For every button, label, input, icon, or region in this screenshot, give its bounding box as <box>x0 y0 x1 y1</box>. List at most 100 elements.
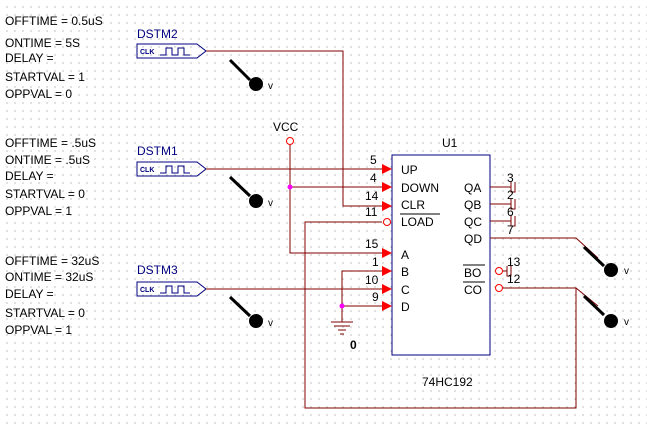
pin-qa[interactable]: QA 3 <box>464 171 516 195</box>
pin-number: 7 <box>507 223 514 237</box>
probe-dstm2[interactable]: v <box>228 58 273 92</box>
pin-number: 13 <box>507 255 521 269</box>
pin-name: CLR <box>401 198 425 212</box>
dstm1-param-offtime: OFFTIME = .5uS <box>5 136 96 150</box>
pin-name: QD <box>464 232 482 246</box>
pin-load[interactable]: 11 LOAD <box>365 205 440 229</box>
arrow-icon <box>382 301 392 311</box>
pin-number: 15 <box>365 237 379 251</box>
open-pin-icon <box>490 182 516 193</box>
dstm1-name: DSTM1 <box>137 144 178 158</box>
pin-name: A <box>401 248 409 262</box>
dstm3-clk-label: CLK <box>140 287 154 294</box>
probe-icon <box>582 294 606 317</box>
dstm3-param-startval: STARTVAL = 0 <box>5 306 85 320</box>
pin-clr[interactable]: 14 CLR <box>365 189 425 212</box>
probe-label: v <box>624 266 629 277</box>
dstm3-source-box[interactable] <box>136 281 207 297</box>
inversion-bubble-icon <box>383 218 391 226</box>
probe-qd[interactable]: v <box>582 245 629 277</box>
vcc-label: VCC <box>273 120 299 134</box>
pin-c[interactable]: 10 C <box>365 273 410 297</box>
dstm3-param-delay: DELAY = <box>5 287 54 301</box>
probe-label: v <box>624 317 629 328</box>
stimulus-dstm2[interactable]: OFFTIME = 0.5uS ONTIME = 5S DELAY = STAR… <box>5 14 207 101</box>
pin-number: 3 <box>507 171 514 185</box>
arrow-icon <box>382 284 392 294</box>
ground-symbol[interactable]: 0 <box>331 321 357 352</box>
pin-number: 6 <box>507 205 514 219</box>
pin-a[interactable]: 15 A <box>365 237 409 262</box>
dstm3-param-offtime: OFFTIME = 32uS <box>5 254 99 268</box>
vcc-terminal-icon <box>286 137 294 145</box>
junction-dot <box>339 303 345 309</box>
pin-number: 14 <box>365 189 379 203</box>
pin-number: 4 <box>370 171 377 185</box>
pin-qc[interactable]: QC 6 <box>464 205 516 229</box>
dstm2-clk-label: CLK <box>140 49 154 56</box>
ic-body[interactable] <box>391 154 491 356</box>
stimulus-dstm3[interactable]: OFFTIME = 32uS ONTIME = 32uS DELAY = STA… <box>5 254 207 337</box>
pin-number: 5 <box>370 153 377 167</box>
pin-number: 1 <box>372 255 379 269</box>
dstm2-param-ontime: ONTIME = 5S <box>5 36 80 50</box>
pin-co[interactable]: CO 12 <box>463 272 521 297</box>
dstm2-source-box[interactable] <box>136 43 207 59</box>
clock-arrow-icon <box>382 164 392 174</box>
open-pin-icon <box>490 199 516 210</box>
pin-name: C <box>401 283 410 297</box>
wire-vcc-a[interactable] <box>289 145 382 254</box>
clock-arrow-icon <box>382 182 392 192</box>
wire-co-probe[interactable] <box>503 287 599 307</box>
probe-icon <box>582 245 606 268</box>
pin-up[interactable]: 5 UP <box>370 153 418 177</box>
pin-down[interactable]: 4 DOWN <box>370 171 439 195</box>
arrow-icon <box>382 266 392 276</box>
pin-qb[interactable]: QB 2 <box>464 188 516 212</box>
pin-b[interactable]: 1 B <box>372 255 409 279</box>
probe-label: v <box>268 318 273 329</box>
pin-qd[interactable]: QD 7 <box>464 223 514 246</box>
pin-name: QA <box>464 181 481 195</box>
probe-dstm3[interactable]: v <box>228 295 273 329</box>
pin-bo[interactable]: BO 13 <box>463 255 521 280</box>
inversion-bubble-icon <box>495 284 503 292</box>
pin-d[interactable]: 9 D <box>372 290 410 314</box>
ic-refdes: U1 <box>442 136 458 150</box>
wire-dstm2-clr[interactable] <box>206 50 382 207</box>
stimulus-dstm1[interactable]: OFFTIME = .5uS ONTIME = .5uS DELAY = STA… <box>5 136 207 218</box>
open-pin-icon <box>503 266 512 277</box>
clock-waveform-icon <box>160 47 190 56</box>
dstm1-param-startval: STARTVAL = 0 <box>5 187 85 201</box>
pin-number: 10 <box>365 273 379 287</box>
pin-name: QB <box>464 198 481 212</box>
probe-icon <box>228 58 252 82</box>
dstm1-source-box[interactable] <box>136 161 207 177</box>
pin-number: 12 <box>507 272 521 286</box>
clock-arrow-icon <box>382 201 392 211</box>
pin-name: DOWN <box>401 181 439 195</box>
dstm2-param-offtime: OFFTIME = 0.5uS <box>5 14 103 28</box>
probe-co[interactable]: v <box>582 294 629 328</box>
ic-part-number: 74HC192 <box>422 375 473 389</box>
probe-dstm1[interactable]: v <box>228 175 273 209</box>
probe-label: v <box>268 81 273 92</box>
pin-number: 9 <box>372 290 379 304</box>
dstm3-param-ontime: ONTIME = 32uS <box>5 270 93 284</box>
ic-74hc192[interactable]: U1 74HC192 5 UP 4 DOWN 14 CLR 11 LOAD 15 <box>365 136 521 389</box>
pin-name: UP <box>401 163 418 177</box>
vcc-symbol[interactable]: VCC <box>273 120 299 145</box>
pin-name: B <box>401 265 409 279</box>
pin-name: BO <box>464 266 481 280</box>
clock-waveform-icon <box>160 165 190 174</box>
dstm3-param-oppval: OPPVAL = 1 <box>5 323 72 337</box>
clock-waveform-icon <box>160 285 190 294</box>
dstm1-clk-label: CLK <box>140 167 154 174</box>
open-pin-icon <box>490 216 516 227</box>
junction-dot <box>287 184 293 190</box>
inversion-bubble-icon <box>495 267 503 275</box>
arrow-icon <box>382 248 392 258</box>
dstm1-param-oppval: OPPVAL = 1 <box>5 204 72 218</box>
